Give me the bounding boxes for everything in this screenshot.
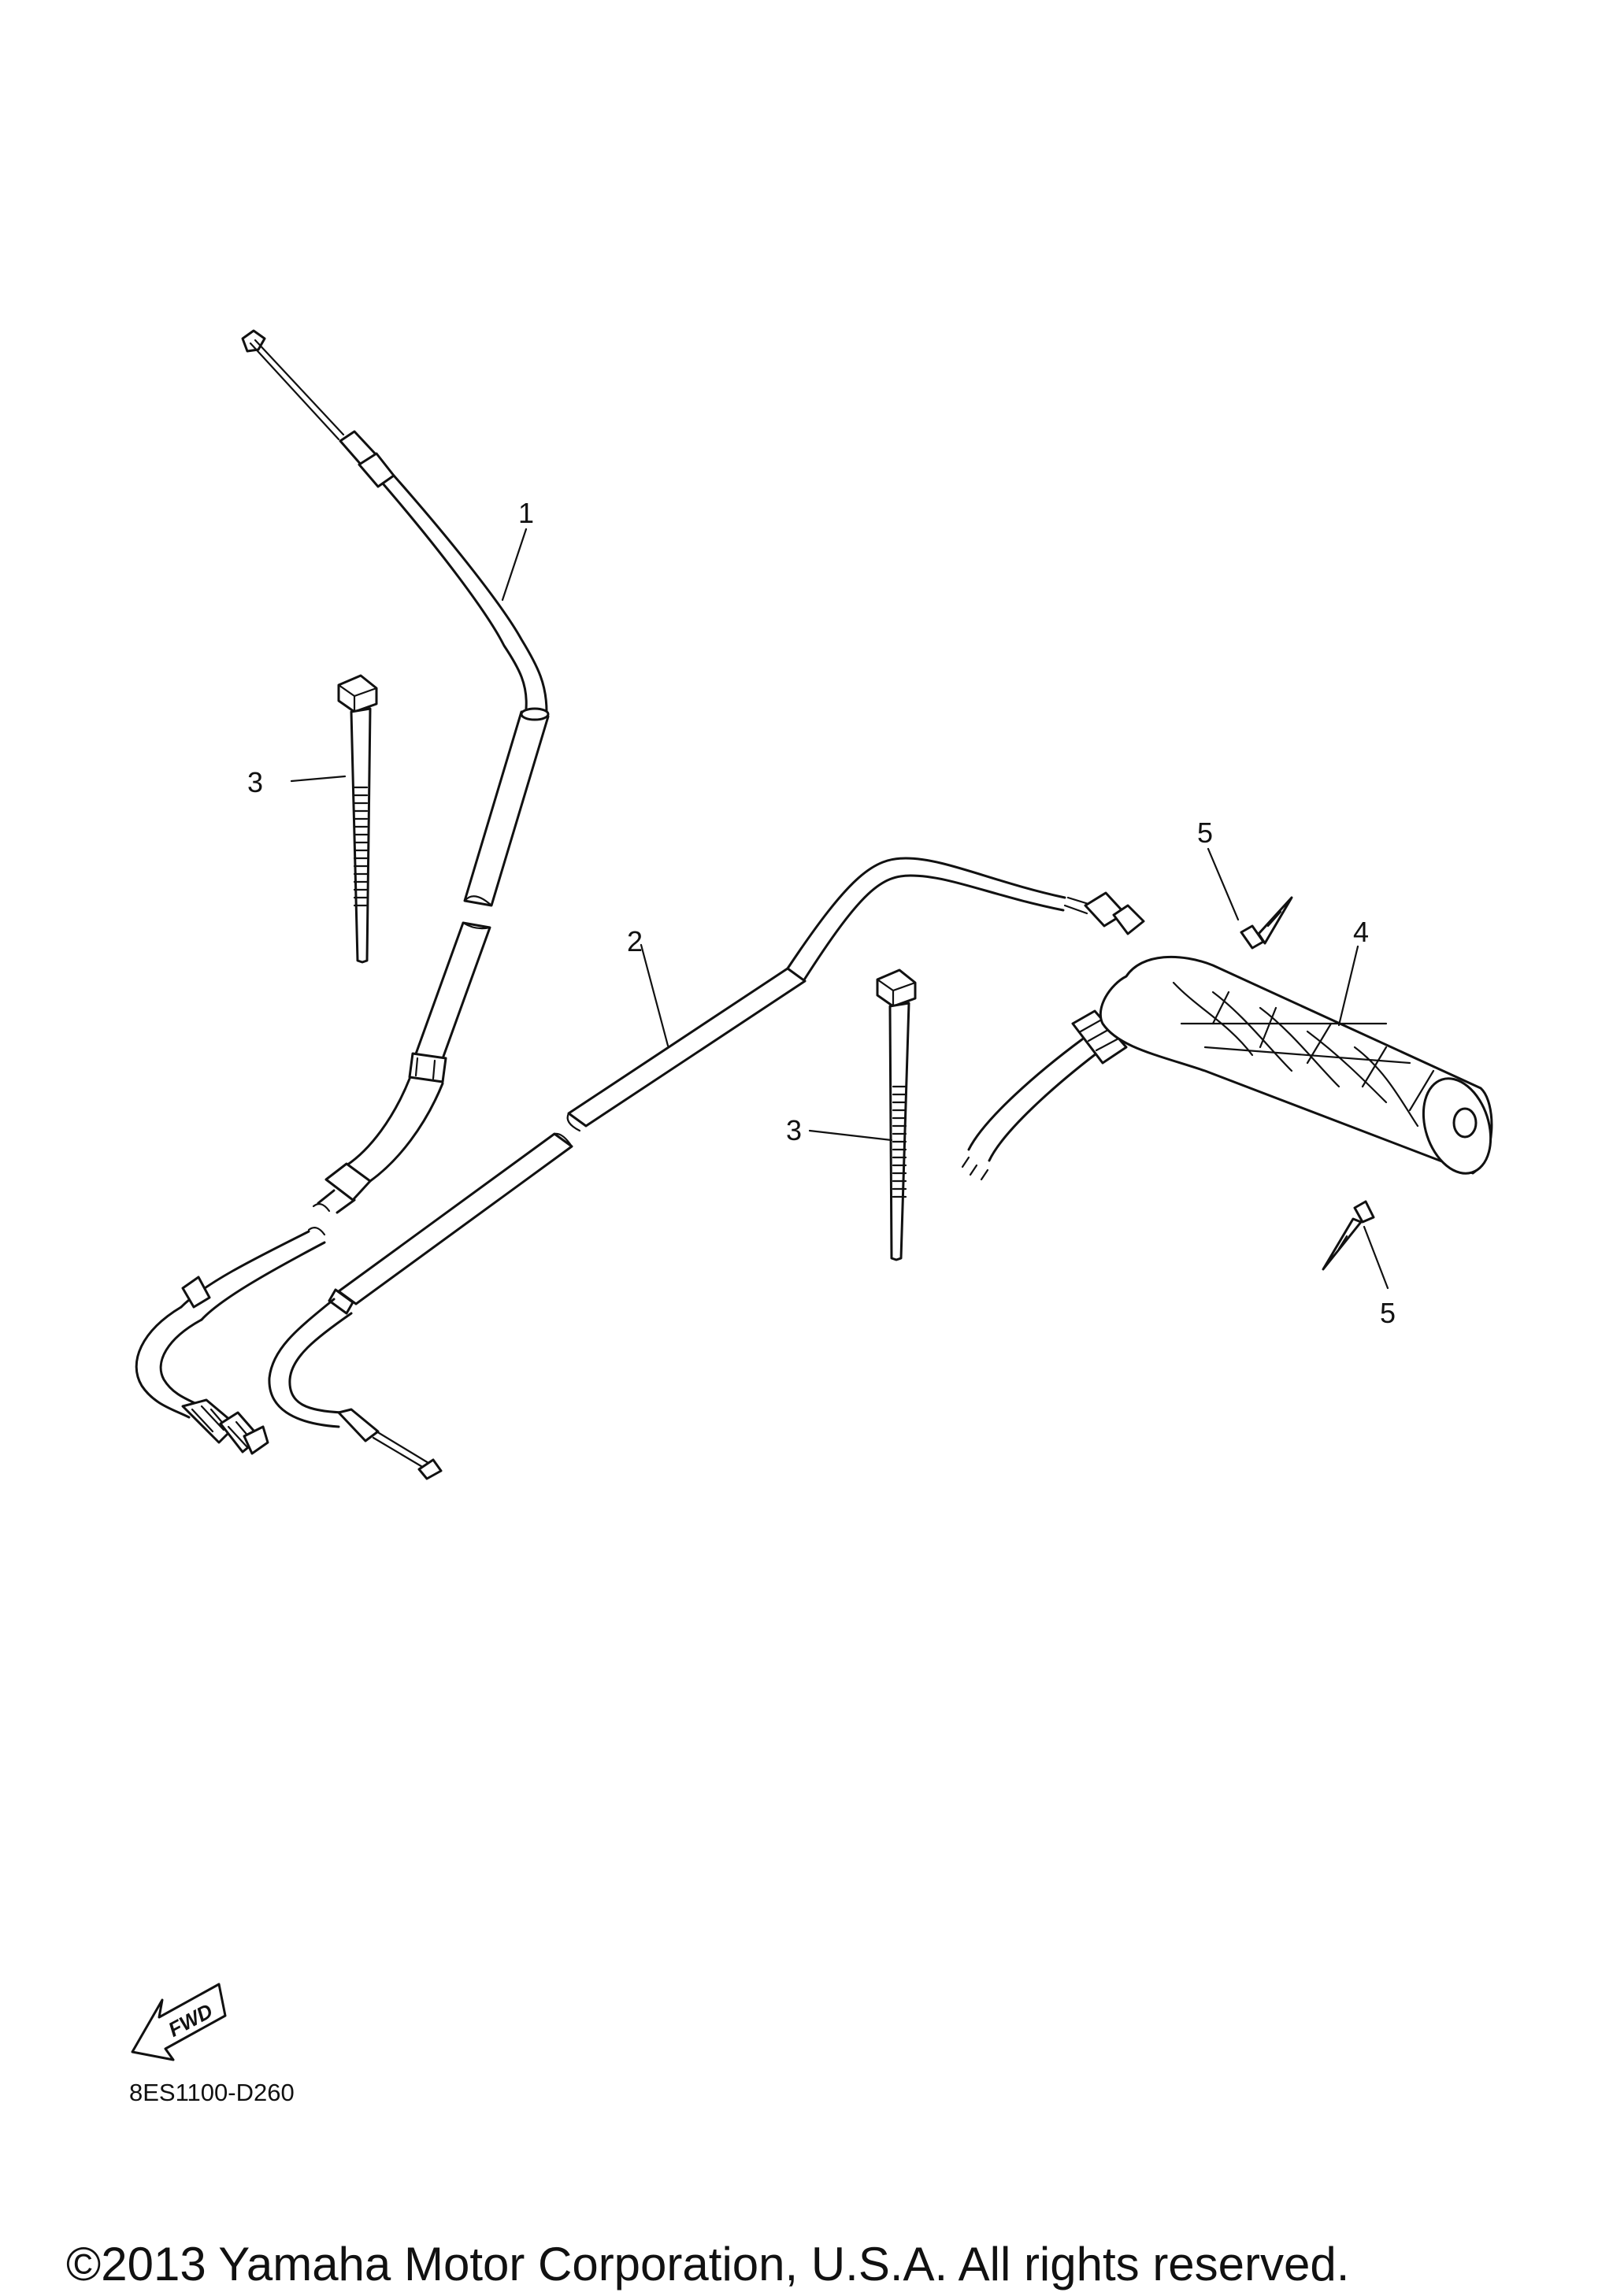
callout-2: 2 [627,925,643,957]
drawing-code: 8ES1100-D260 [129,2079,295,2106]
callout-4: 4 [1353,916,1369,948]
part-1-cable [135,329,550,1455]
part-3b-cable-tie [876,968,917,1261]
callout-1: 1 [518,497,534,529]
part-5b-pin [1322,1200,1375,1271]
copyright-notice: ©2013 Yamaha Motor Corporation, U.S.A. A… [66,2238,1349,2290]
part-3a-cable-tie [337,674,378,964]
leader-lines [290,528,1389,1290]
callout-3a: 3 [247,766,263,798]
callout-5a: 5 [1197,817,1213,849]
forward-arrow-icon: FWD [131,1983,227,2061]
part-5a-pin [1240,896,1293,950]
callout-3b: 3 [786,1114,802,1146]
part-4-grip [961,955,1493,1181]
callout-5b: 5 [1380,1297,1396,1329]
part-2-cable [268,857,1145,1480]
